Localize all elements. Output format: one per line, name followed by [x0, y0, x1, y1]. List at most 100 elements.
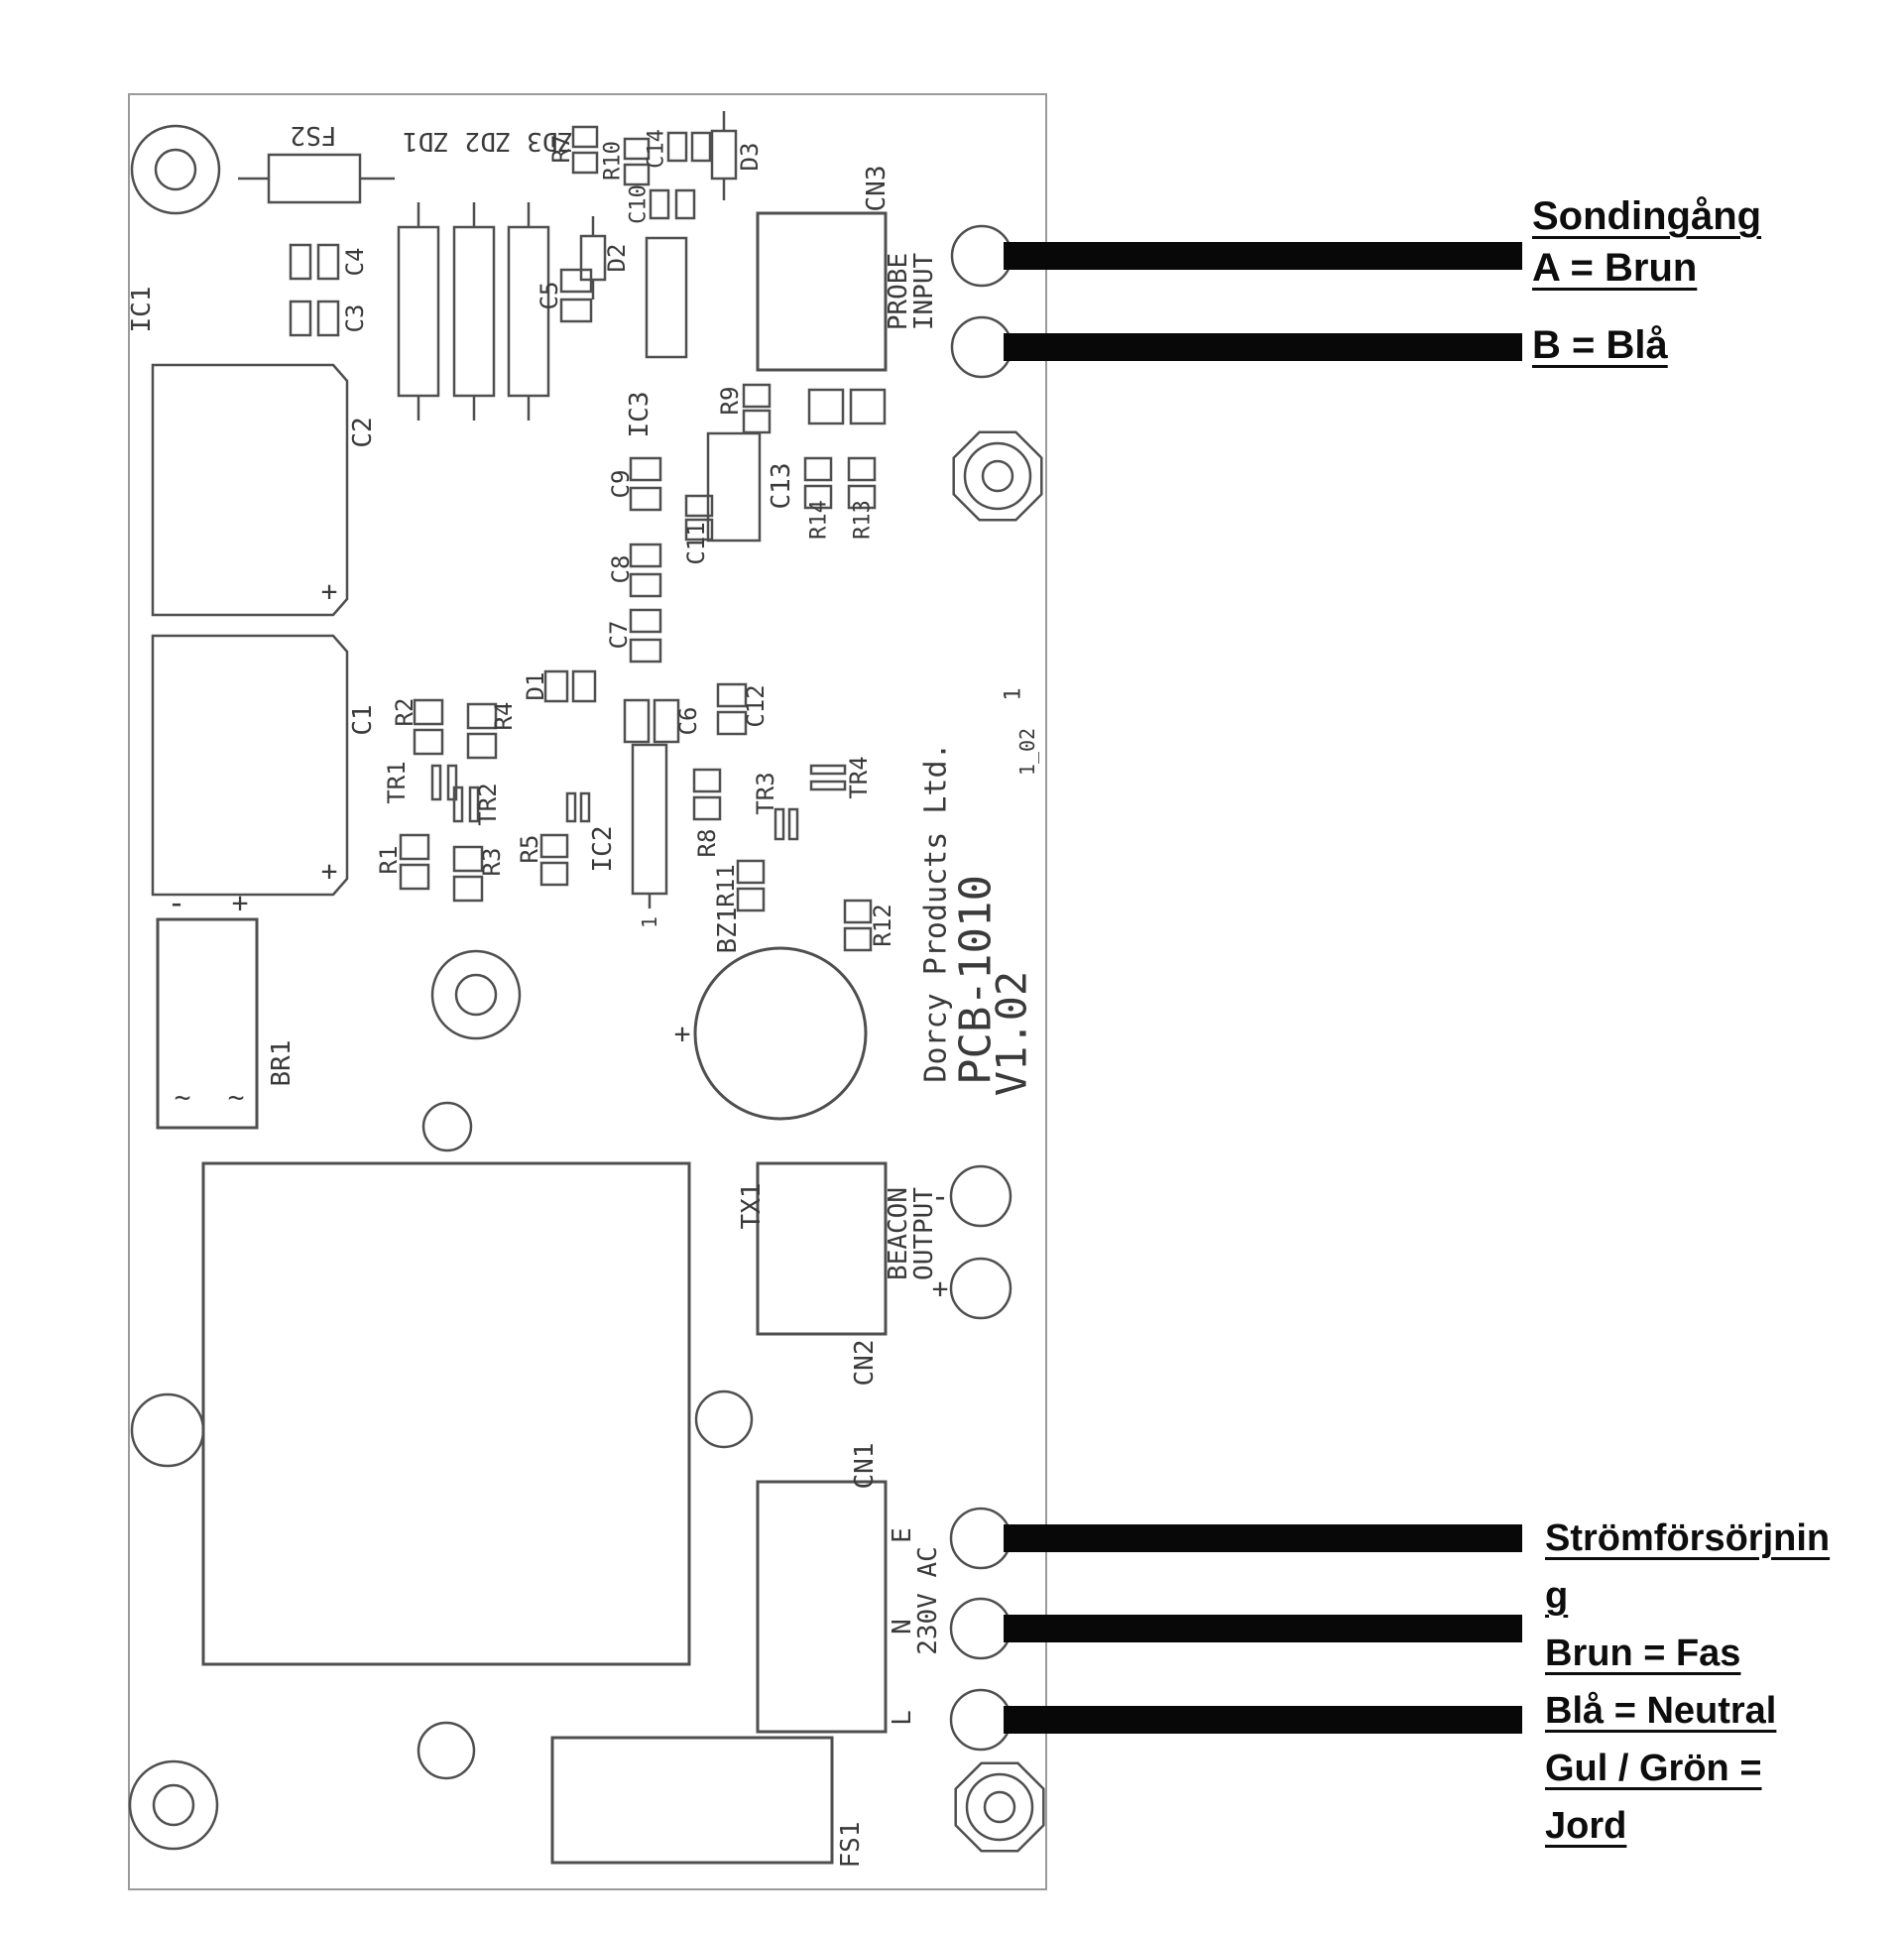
- power-wire-l: [1004, 1706, 1522, 1734]
- diode-zd2-body: [452, 225, 496, 398]
- res-r4-pad-b: [466, 732, 498, 760]
- power-annotation-line-3: Brun = Fas: [1545, 1633, 1741, 1674]
- silkscreen-label-tr4: TR4: [845, 756, 873, 798]
- mount-hole-mid-outer: [430, 949, 522, 1040]
- silkscreen-label-output: OUTPUT: [909, 1187, 939, 1280]
- mount-pad-bottom-right-octagon: [954, 1761, 1045, 1853]
- probe-wire-a: [1004, 242, 1522, 270]
- res-r4-pad-a: [466, 702, 498, 730]
- silkscreen-label-r1: R1: [375, 846, 403, 875]
- res-r10-pad-a: [623, 137, 651, 161]
- res-r13-pad-b: [847, 484, 877, 510]
- silkscreen-label-zd3-zd2-zd1: ZD3 ZD2 ZD1: [403, 126, 573, 156]
- probe-annotation-title: Sondingång: [1532, 194, 1762, 238]
- probe-pad-a: [950, 224, 1013, 288]
- silkscreen-label-: +: [232, 887, 249, 919]
- silkscreen-label-ic1: IC1: [127, 287, 157, 333]
- silkscreen-label-c10: C10: [627, 184, 652, 224]
- silkscreen-label-input: INPUT: [909, 253, 939, 331]
- silkscreen-label-pcb-1010: PCB-1010: [951, 875, 1002, 1085]
- silkscreen-label-c12: C12: [742, 684, 770, 727]
- silkscreen-label-r4: R4: [490, 702, 518, 731]
- silkscreen-label-ic3: IC3: [625, 392, 654, 438]
- power-pad-n: [949, 1597, 1012, 1660]
- silkscreen-label-r3: R3: [478, 848, 506, 877]
- cap-c3-plate-b: [316, 300, 340, 337]
- beacon-pad-minus: [949, 1164, 1012, 1228]
- silkscreen-label-: ~: [175, 1081, 191, 1114]
- diode-zd3-body: [397, 225, 440, 398]
- silkscreen-label-cn3: CN3: [862, 166, 892, 212]
- fuse-fs1-body: [550, 1736, 834, 1865]
- probe-annotation-line-b: B = Blå: [1532, 323, 1668, 367]
- buzzer-bz1-body: [693, 946, 868, 1121]
- mount-pad-top-right-octagon: [952, 430, 1043, 522]
- silkscreen-label-fs1: FS1: [836, 1822, 866, 1869]
- silkscreen-label-tr3: TR3: [752, 772, 779, 814]
- res-r11-pad-b: [736, 887, 766, 912]
- power-pad-e: [949, 1507, 1012, 1570]
- via-b: [694, 1390, 754, 1449]
- res-r12-pad-b: [843, 926, 873, 952]
- res-r1-pad-a: [399, 833, 430, 861]
- res-r14-pad-a: [803, 456, 833, 482]
- silkscreen-label-: -: [167, 884, 185, 921]
- mount-pad-top-right-outer: [963, 441, 1032, 511]
- cap-c14-plate-a: [666, 131, 688, 163]
- res-r1-pad-b: [399, 863, 430, 891]
- silkscreen-label-ic2: IC2: [588, 826, 618, 873]
- silkscreen-label-cn1: CN1: [850, 1443, 880, 1490]
- silkscreen-label-230v-ac: 230V AC: [913, 1546, 943, 1655]
- cap-c7-plate-a: [629, 608, 662, 634]
- transistor-tr3-pad-a: [774, 807, 785, 841]
- silkscreen-label-d1: D1: [522, 672, 549, 701]
- probe-wire-b: [1004, 333, 1522, 361]
- silkscreen-label-beacon: BEACON: [884, 1187, 913, 1280]
- silkscreen-label-cn2: CN2: [850, 1340, 880, 1387]
- res-r3-pad-b: [452, 875, 484, 903]
- mount-pad-bottom-right-inner: [983, 1790, 1016, 1824]
- silkscreen-label-c13: C13: [767, 463, 796, 510]
- connector-cn2-body: [756, 1161, 888, 1336]
- mount-hole-top-left-inner: [154, 148, 197, 191]
- edge-hole-left: [130, 1392, 205, 1468]
- silkscreen-label-c14: C14: [645, 129, 669, 169]
- silkscreen-label-r7: R7: [547, 135, 575, 164]
- cap-c2-body: [151, 363, 349, 617]
- cap-c14-plate-b: [690, 131, 712, 163]
- transistor-tr1-pad-a: [430, 764, 442, 801]
- silkscreen-label-probe: PROBE: [884, 253, 913, 330]
- cap-c9-plate-b: [629, 486, 662, 512]
- silkscreen-label-c11: C11: [682, 522, 710, 564]
- res-r5-pad-b: [539, 861, 569, 887]
- res-r13-pad-a: [847, 456, 877, 482]
- silkscreen-label-c1: C1: [348, 704, 378, 735]
- silkscreen-label-tr2: TR2: [474, 783, 502, 825]
- diode-zd1-body: [507, 225, 550, 398]
- cap-c6-plate-a: [623, 698, 651, 744]
- res-r3-pad-a: [452, 845, 484, 873]
- diode-d2-body: [579, 234, 607, 282]
- ic2-body: [631, 743, 668, 896]
- mount-hole-bottom-left-outer: [128, 1759, 219, 1851]
- cap-c12-plate-a: [716, 682, 748, 708]
- transistor-tr1-pad-b: [446, 764, 458, 801]
- cap-c1-body: [151, 634, 349, 897]
- res-r7-pad-a: [571, 125, 599, 149]
- power-wire-e: [1004, 1524, 1522, 1552]
- silkscreen-label-c4: C4: [341, 248, 369, 277]
- diode-d1-plate-b: [571, 669, 597, 703]
- silkscreen-label-r5: R5: [516, 835, 543, 864]
- silkscreen-label-r10: R10: [601, 141, 626, 181]
- power-annotation-line-5: Gul / Grön =: [1545, 1748, 1762, 1789]
- board-outline: [128, 93, 1047, 1890]
- silkscreen-label-dorcy-products-ltd: Dorcy Products Ltd.: [919, 742, 954, 1082]
- silkscreen-label-c5: C5: [536, 282, 563, 310]
- silkscreen-label-: +: [932, 1272, 949, 1305]
- silkscreen-label-r11: R11: [712, 864, 740, 907]
- res-r8-pad-b: [692, 795, 722, 821]
- cap-c7-plate-b: [629, 638, 662, 664]
- silkscreen-label-: +: [321, 855, 338, 888]
- res-r8-pad-a: [692, 768, 722, 793]
